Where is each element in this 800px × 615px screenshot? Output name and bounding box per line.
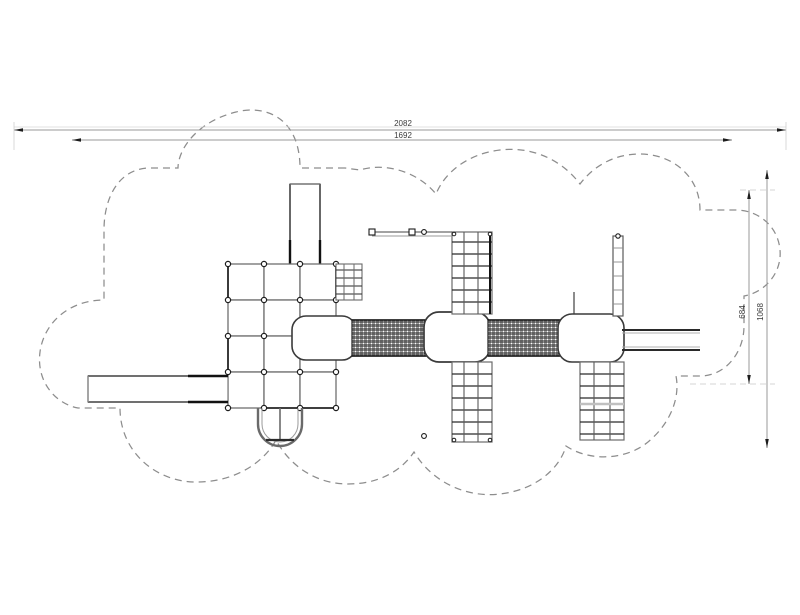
beam-end-post <box>368 228 376 236</box>
platform-center <box>423 311 491 363</box>
inner-height-label: 684 <box>738 305 747 319</box>
inner-width-label: 1692 <box>394 131 412 140</box>
fireman-pole <box>612 233 624 317</box>
overall-width-label: 2082 <box>394 119 412 128</box>
climber-south <box>451 361 493 443</box>
net-bridge-left <box>351 319 429 357</box>
balance-beam <box>368 228 452 237</box>
slide-top <box>288 183 322 271</box>
climber-east-ramp <box>579 361 625 441</box>
overall-height-label: 1068 <box>756 303 765 321</box>
small-ladder <box>335 263 363 301</box>
right-dimension-group: 684 1068 <box>690 170 775 448</box>
platform-left <box>291 315 357 361</box>
post-marker-right <box>421 229 427 439</box>
platform-right <box>557 313 625 363</box>
arch <box>256 408 304 448</box>
slide-left <box>87 374 229 404</box>
top-dimension-group: 2082 1692 <box>13 119 787 150</box>
climber-north <box>451 231 493 315</box>
net-bridge-right <box>487 319 563 357</box>
right-exit-rails <box>622 329 700 351</box>
safety-zone-boundary <box>38 109 781 496</box>
beam-mid-post <box>408 228 416 236</box>
